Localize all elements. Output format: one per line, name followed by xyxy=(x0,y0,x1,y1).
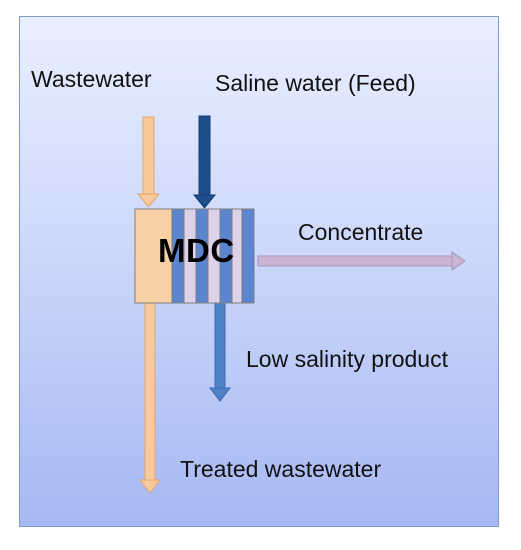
mdc-cell-label: MDC xyxy=(158,232,235,269)
treated-wastewater-arrow xyxy=(138,301,162,494)
membrane-4 xyxy=(241,208,255,304)
mdc-cell xyxy=(134,208,255,304)
low-salinity-product-arrow xyxy=(208,301,232,402)
wastewater-label: Wastewater xyxy=(31,66,152,92)
diagram-frame xyxy=(19,16,499,527)
treated-wastewater-label: Treated wastewater xyxy=(180,456,382,482)
concentrate-arrow xyxy=(257,251,466,271)
wastewater-inlet-arrow xyxy=(136,116,161,208)
low-salinity-product-label: Low salinity product xyxy=(246,346,448,372)
concentrate-label: Concentrate xyxy=(298,219,424,245)
anode-chamber xyxy=(134,208,173,304)
saline-feed-label: Saline water (Feed) xyxy=(215,70,416,96)
saline-feed-arrow xyxy=(192,115,217,209)
